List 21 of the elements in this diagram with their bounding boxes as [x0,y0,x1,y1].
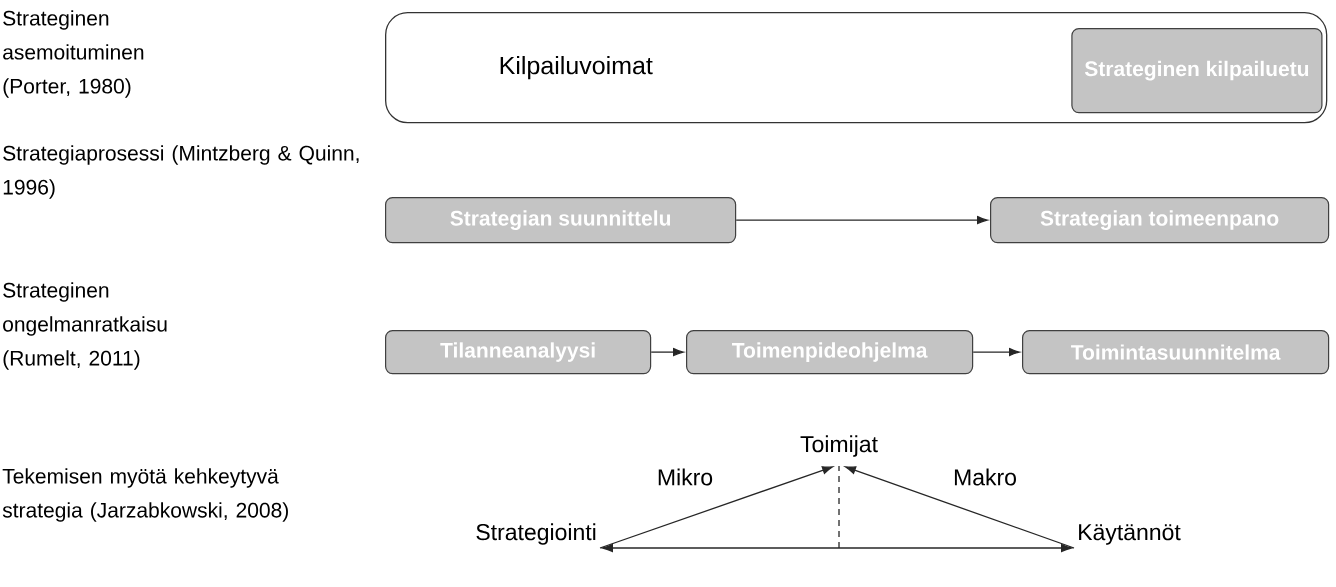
edge-label: Makro [951,466,1019,488]
row-heading: Strategiaprosessi (Mintzberg & Quinn, 1996) [3,145,359,199]
arrow [845,466,1075,549]
arrow [650,348,684,357]
row-heading: Strateginen ongelmanratkaisu (Rumelt, 2011) [3,282,167,370]
node-label: Strategiointi [476,523,596,545]
arrow [972,348,1020,357]
node-label: Käytännöt [1079,524,1181,545]
process-box: Toimenpideohjelma [686,330,974,375]
row-heading: Strateginen asemoituminen (Porter, 1980) [3,10,144,98]
process-box: Toimintasuunnitelma [1022,330,1330,375]
arrow [599,466,833,549]
process-box: Strateginen kilpailuetu [1071,28,1323,114]
edge-label: Mikro [654,466,716,488]
process-box: Strategian suunnittelu [385,197,737,244]
process-box: Tilanneanalyysi [385,330,652,375]
node-label: Toimijat [800,435,878,457]
arrow [735,216,988,225]
process-box: Strategian toimeenpano [990,197,1330,244]
row-heading: Tekemisen myötä kehkeytyvä strategia (Jarzabkowski, 2008) [2,468,288,522]
arrow [602,543,1072,553]
